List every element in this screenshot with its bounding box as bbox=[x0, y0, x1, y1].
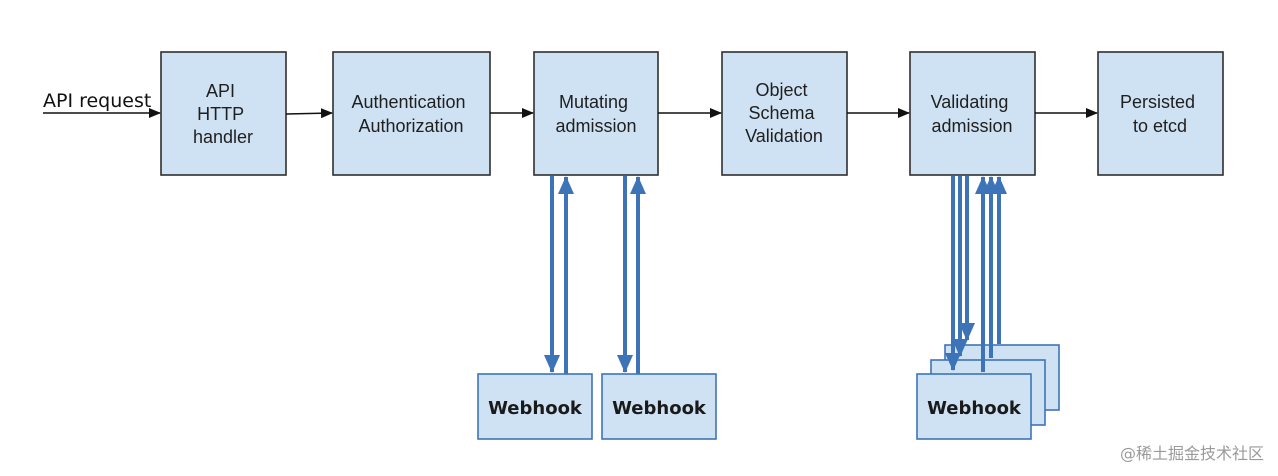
stage-label-line: Mutating bbox=[559, 92, 628, 112]
stage-label-line: API bbox=[206, 81, 235, 101]
validating-webhook: Webhook bbox=[916, 373, 1032, 440]
stage-mutating-admission: Mutating admission bbox=[533, 51, 659, 176]
stage-label-line: admission bbox=[931, 116, 1012, 136]
stage-label-line: Validation bbox=[745, 126, 823, 146]
stage-label-line: admission bbox=[555, 116, 636, 136]
webhook-label: Webhook bbox=[612, 398, 707, 419]
webhook-card-front bbox=[916, 373, 1032, 440]
stage-object-schema-validation: Object Schema Validation bbox=[721, 51, 848, 176]
svg-text:Persisted to etcd: Persisted to etcd bbox=[1120, 92, 1200, 136]
stage-api-http-handler: API HTTP handler bbox=[160, 51, 287, 176]
svg-text:API HTTP handler: API HTTP handler bbox=[193, 81, 253, 147]
webhook-label: Webhook bbox=[927, 398, 1022, 419]
mutating-webhook-1: Webhook bbox=[477, 373, 593, 440]
stage-label-line: Persisted bbox=[1120, 92, 1195, 112]
stage-label-line: Authentication bbox=[351, 92, 465, 112]
stage-validating-admission: Validating admission bbox=[909, 51, 1036, 176]
mutating-webhook-2: Webhook bbox=[601, 373, 717, 440]
stage-persisted-to-etcd: Persisted to etcd bbox=[1097, 51, 1224, 176]
svg-text:Authentication Authoriza: Authentication Authorization bbox=[351, 92, 470, 136]
stage-authentication-authorization: Authentication Authorization bbox=[332, 51, 491, 176]
stage-label-line: Schema bbox=[748, 103, 815, 123]
stage-label-line: handler bbox=[193, 127, 253, 147]
stage-label-line: HTTP bbox=[197, 104, 244, 124]
flow-arrow-handler-to-auth bbox=[285, 108, 333, 119]
stage-label-line: to etcd bbox=[1133, 116, 1187, 136]
stage-label-line: Authorization bbox=[358, 116, 463, 136]
webhook-label: Webhook bbox=[488, 398, 583, 419]
svg-text:Validating admission: Validating admission bbox=[931, 92, 1014, 136]
svg-text:Object Schema Vali: Object Schema Validation bbox=[745, 80, 823, 146]
stage-label-line: Validating bbox=[931, 92, 1009, 112]
watermark: @稀土掘金技术社区 bbox=[1119, 444, 1264, 463]
api-request-label: API request bbox=[43, 90, 151, 112]
svg-text:Mutating admission: Mutating admission bbox=[555, 92, 636, 136]
stage-label-line: Object bbox=[755, 80, 807, 100]
